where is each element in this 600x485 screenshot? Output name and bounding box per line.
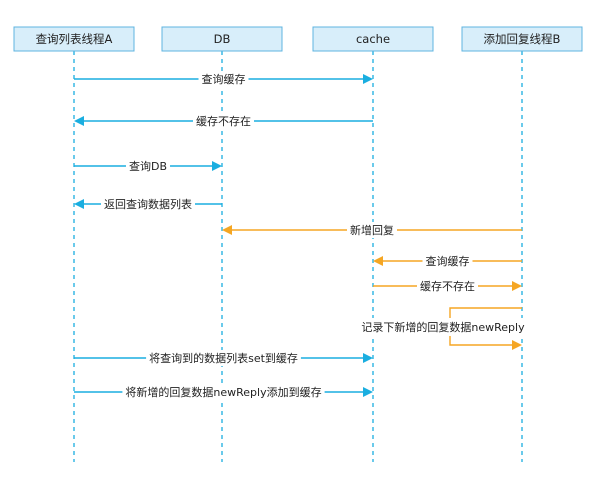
note-background xyxy=(356,318,530,336)
message-label-background xyxy=(125,158,171,174)
participant-box-B xyxy=(461,26,583,52)
message-label: 将新增的回复数据newReply添加到缓存 xyxy=(125,385,321,399)
message-label-background xyxy=(347,222,397,238)
participant-label-DB: DB xyxy=(214,32,231,46)
participant-box-cache xyxy=(312,26,434,52)
message-label-background xyxy=(122,384,325,400)
message-label-background xyxy=(417,278,478,294)
message-label: 缓存不存在 xyxy=(196,114,251,128)
message-label-background xyxy=(101,196,195,212)
participant-box-A xyxy=(13,26,135,52)
participant-label-A: 查询列表线程A xyxy=(36,32,113,46)
self-message-label: 记录下新增的回复数据newReply xyxy=(361,320,525,334)
participant-box-DB xyxy=(161,26,283,52)
message-label: 查询DB xyxy=(129,159,167,173)
participant-label-B: 添加回复线程B xyxy=(484,32,561,46)
message-label: 返回查询数据列表 xyxy=(104,197,192,211)
message-label: 将查询到的数据列表set到缓存 xyxy=(149,351,298,365)
message-label: 查询缓存 xyxy=(202,72,246,86)
message-label-background xyxy=(422,253,473,269)
message-label: 查询缓存 xyxy=(426,254,470,268)
message-label-background xyxy=(198,71,249,87)
message-label: 缓存不存在 xyxy=(420,279,475,293)
message-label-background xyxy=(193,113,254,129)
message-label: 新增回复 xyxy=(350,223,394,237)
participant-label-cache: cache xyxy=(356,32,390,46)
message-label-background xyxy=(146,350,301,366)
